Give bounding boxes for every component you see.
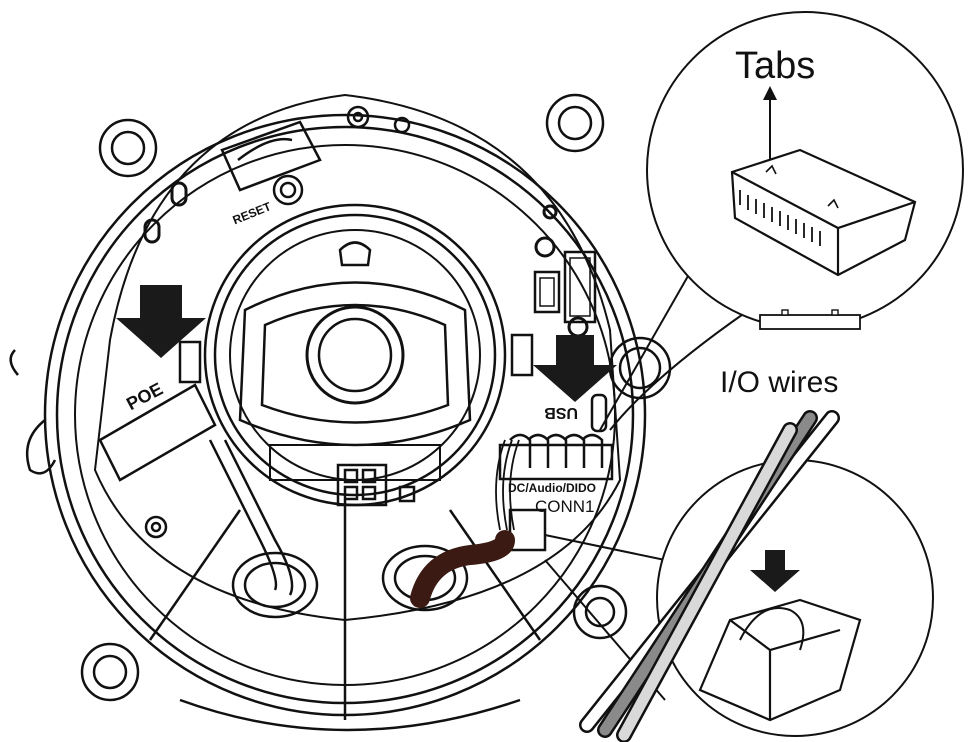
poe-label: POE [123, 379, 166, 415]
cable-port-right [608, 336, 672, 400]
usb-arrow-icon [533, 335, 617, 402]
poe-arrow-icon [116, 285, 206, 358]
io-wires [579, 410, 840, 742]
reset-label: RESET [231, 199, 274, 227]
clip-arrow-icon [750, 550, 800, 592]
camera-housing [9, 93, 647, 732]
io-wires-label: I/O wires [720, 366, 838, 399]
reset-button [272, 174, 304, 206]
poe-cable [98, 383, 294, 596]
dc-cable [410, 530, 515, 608]
tabs-label: Tabs [735, 45, 815, 87]
cable-holes [231, 544, 469, 619]
usb-label: USB [544, 404, 578, 421]
io-wires-callout [544, 459, 934, 737]
dc-audio-dido-label: DC/Audio/DIDO [508, 481, 596, 495]
tabs-callout [599, 11, 964, 431]
sd-card-slot [220, 120, 322, 192]
conn1-label: CONN1 [535, 497, 595, 516]
lens-module [178, 203, 534, 507]
io-wire-bundle [495, 439, 520, 531]
